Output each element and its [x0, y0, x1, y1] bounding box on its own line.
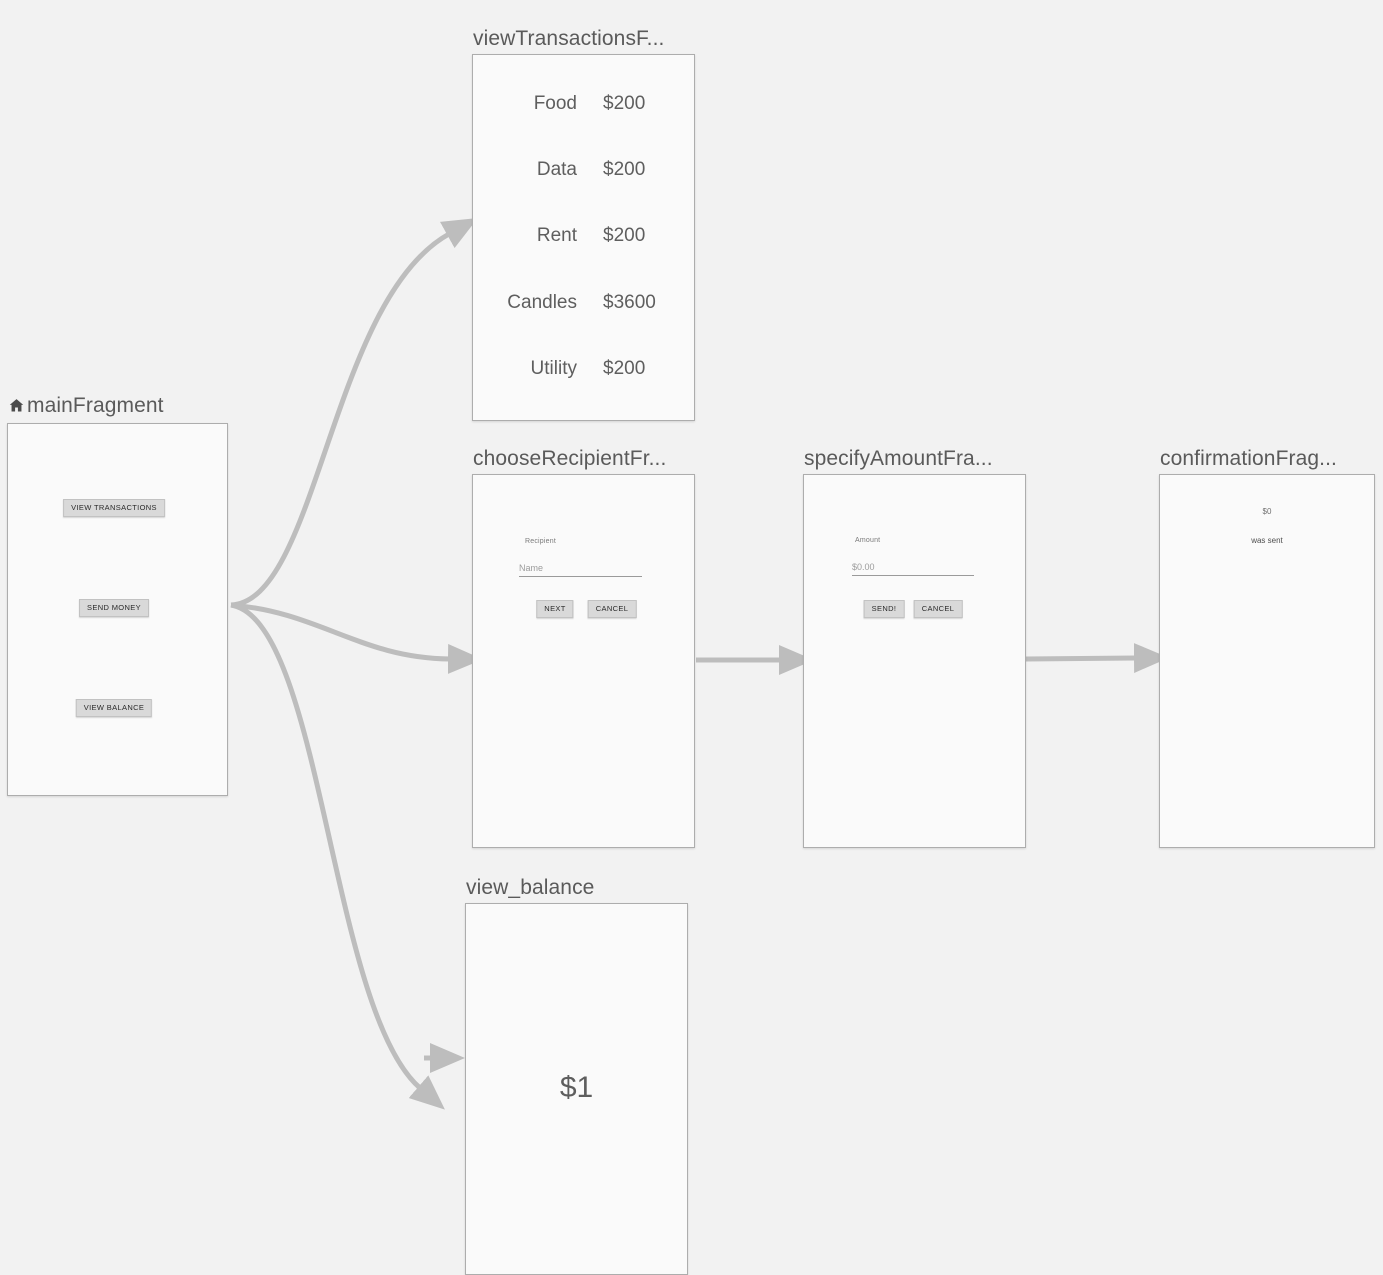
transaction-name: Utility — [530, 358, 577, 379]
view-balance-button[interactable]: VIEW BALANCE — [75, 699, 153, 717]
cancel-button[interactable]: CANCEL — [587, 600, 637, 618]
destination-label-confirmation: confirmationFrag... — [1160, 447, 1337, 470]
frame-content-choose-recipient: Recipient Name NEXT CANCEL — [472, 474, 695, 848]
recipient-name-input[interactable]: Name — [519, 564, 642, 577]
frame-content-view-balance: $1 — [465, 903, 688, 1275]
destination-confirmation-fragment[interactable]: confirmationFrag... $0 was sent — [1159, 448, 1375, 848]
table-row: Food $200 — [494, 92, 681, 116]
destination-choose-recipient-fragment[interactable]: chooseRecipientFr... Recipient Name NEXT… — [472, 448, 695, 848]
destination-label-specify-amount: specifyAmountFra... — [804, 447, 993, 470]
destination-view-transactions-fragment[interactable]: viewTransactionsF... Food $200 Data $200… — [472, 28, 695, 421]
confirmation-message: was sent — [1251, 536, 1283, 545]
confirmation-amount: $0 — [1262, 507, 1272, 516]
transaction-amount: $200 — [603, 225, 646, 246]
transaction-amount: $200 — [603, 358, 646, 379]
amount-input[interactable]: $0.00 — [852, 563, 974, 576]
transaction-name: Data — [536, 159, 577, 180]
transaction-amount: $200 — [603, 159, 646, 180]
transaction-amount: $3600 — [603, 292, 656, 313]
connector-main-to-choose-recipient — [230, 602, 483, 674]
frame-confirmation — [1159, 474, 1375, 848]
frame-content-main-fragment: VIEW TRANSACTIONS SEND MONEY VIEW BALANC… — [7, 423, 228, 796]
frame-content-specify-amount: Amount $0.00 SEND! CANCEL — [803, 474, 1026, 848]
balance-amount: $1 — [559, 1071, 594, 1104]
transaction-amount: $200 — [603, 93, 646, 114]
table-row: Rent $200 — [494, 224, 681, 248]
frame-view-balance — [465, 903, 688, 1275]
view-transactions-button[interactable]: VIEW TRANSACTIONS — [63, 499, 165, 517]
frame-content-view-transactions: Food $200 Data $200 Rent $200 Candles $3… — [472, 54, 695, 421]
cancel-button[interactable]: CANCEL — [913, 600, 963, 618]
connector-main-to-view-balance — [230, 602, 445, 1110]
destination-label-view-transactions: viewTransactionsF... — [473, 27, 665, 50]
destination-label-main-fragment: mainFragment — [8, 395, 164, 418]
transaction-name: Food — [533, 93, 577, 114]
frame-specify-amount — [803, 474, 1026, 848]
connector-specify-amount-to-confirmation — [1025, 643, 1169, 674]
destination-label-text: mainFragment — [27, 394, 164, 417]
destination-view-balance[interactable]: view_balance $1 — [465, 877, 688, 1275]
table-row: Data $200 — [494, 158, 681, 182]
home-icon — [8, 397, 25, 418]
recipient-field-label: Recipient — [525, 538, 556, 545]
frame-choose-recipient — [472, 474, 695, 848]
destination-label-choose-recipient: chooseRecipientFr... — [473, 447, 667, 470]
table-row: Candles $3600 — [494, 291, 681, 315]
connector-main-to-view-transactions — [230, 217, 478, 608]
destination-specify-amount-fragment[interactable]: specifyAmountFra... Amount $0.00 SEND! C… — [803, 448, 1026, 848]
destination-main-fragment[interactable]: mainFragment VIEW TRANSACTIONS SEND MONE… — [7, 395, 228, 796]
amount-field-label: Amount — [855, 537, 881, 544]
transaction-name: Rent — [536, 225, 577, 246]
table-row: Utility $200 — [494, 357, 681, 381]
send-money-button[interactable]: SEND MONEY — [79, 599, 149, 617]
frame-main-fragment — [7, 423, 228, 796]
send-button[interactable]: SEND! — [863, 600, 905, 618]
transaction-name: Candles — [507, 292, 577, 313]
next-button[interactable]: NEXT — [536, 600, 574, 618]
frame-content-confirmation: $0 was sent — [1159, 474, 1375, 848]
frame-view-transactions — [472, 54, 695, 421]
destination-label-view-balance: view_balance — [466, 876, 595, 899]
